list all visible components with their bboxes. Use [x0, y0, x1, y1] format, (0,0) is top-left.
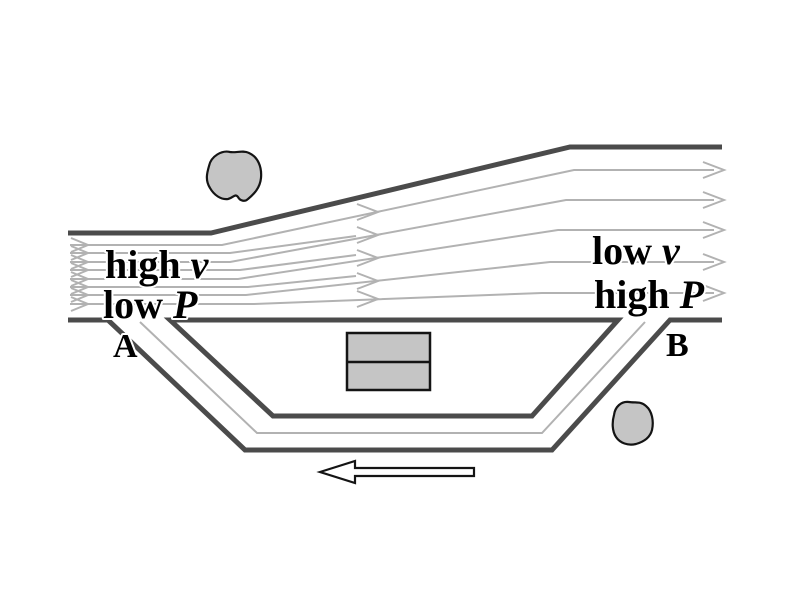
rock-top-left	[205, 150, 263, 202]
streamline-short-3	[70, 275, 357, 288]
flow-arrowhead-left-5	[70, 271, 91, 287]
label-low-pressure-symbol: P	[172, 282, 198, 327]
streamline-main-2	[70, 199, 714, 263]
upper-channel-wall	[68, 144, 722, 236]
flow-arrowhead-left-8	[70, 296, 91, 312]
labels-layer: high v low P low v high P A B	[101, 226, 707, 367]
label-high-velocity-symbol: v	[191, 242, 210, 287]
flow-arrowhead-mid-5	[356, 290, 381, 308]
flow-arrowhead-mid-4	[356, 272, 381, 290]
streamline-short-1	[70, 235, 357, 254]
flow-arrowhead-right-4	[702, 253, 727, 271]
flow-arrowhead-left-1	[70, 237, 91, 253]
flow-arrowhead-left-3	[70, 254, 91, 270]
lower-channel-wall-and-outer-burrow-wall	[68, 317, 722, 453]
flow-arrowhead-right-3	[702, 221, 727, 239]
return-flow-arrow	[316, 459, 476, 485]
label-low-velocity: low v	[592, 228, 681, 273]
flow-arrowhead-right-1	[702, 161, 727, 179]
label-low-pressure-word: low	[103, 282, 173, 327]
flow-arrowhead-right-2	[702, 191, 727, 209]
flow-arrowhead-mid-2	[356, 226, 381, 244]
streamline-main-3	[70, 229, 714, 280]
label-high-pressure: high P	[594, 272, 705, 317]
streamline-short-2	[70, 254, 357, 271]
label-low-velocity-symbol: v	[662, 228, 681, 273]
flow-arrowhead-right-5	[702, 284, 727, 302]
streamline-burrow	[139, 321, 646, 434]
geometry-layer	[68, 144, 727, 485]
label-point-a: A	[113, 328, 138, 365]
streamline-main-5	[70, 292, 714, 305]
streamline-main-4	[70, 261, 714, 296]
label-high-pressure-symbol: P	[679, 272, 705, 317]
label-low-velocity-word: low	[592, 228, 662, 273]
label-high-velocity: high v	[105, 242, 210, 287]
label-high-velocity-word: high	[105, 242, 191, 287]
streamline-main-1	[70, 169, 714, 246]
label-high-pressure-word: high	[594, 272, 680, 317]
flow-arrowhead-left-6	[70, 279, 91, 295]
rock-bottom-right	[611, 400, 654, 446]
label-low-pressure: low P	[103, 282, 198, 327]
label-point-b: B	[666, 327, 689, 364]
flow-arrowhead-mid-1	[356, 203, 381, 221]
flow-arrowhead-mid-3	[356, 249, 381, 267]
